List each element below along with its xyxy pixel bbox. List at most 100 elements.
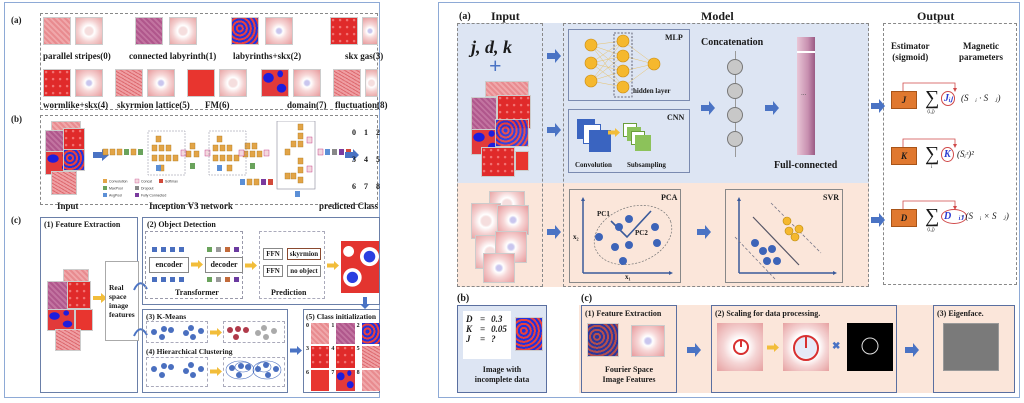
arrow-right-icon xyxy=(871,213,885,227)
sum-icon: ∑ xyxy=(925,205,940,227)
arrow-right-icon xyxy=(210,367,222,376)
fourier-image xyxy=(293,69,321,97)
left-figure: (a) parallel stripes(0) connected labyri… xyxy=(4,2,388,398)
predicted-class-grid: 0 1 2 3 4 5 6 7 8 xyxy=(352,128,380,191)
x1-axis-label: x₁ xyxy=(625,273,631,281)
subsample-layer xyxy=(635,135,651,151)
step1-title: (1) Feature Extraction xyxy=(585,309,662,318)
real-space-image xyxy=(261,69,289,97)
class-cell: 0 xyxy=(306,323,330,345)
mlp-node xyxy=(647,57,661,71)
input-stack xyxy=(51,171,77,195)
fc-ellipsis: ... xyxy=(801,89,807,97)
ffn-box: FFN xyxy=(263,248,283,260)
no-object-box: no object xyxy=(287,265,321,277)
fourier-stack xyxy=(497,205,529,235)
hierarchical-output xyxy=(223,357,285,387)
param-coef: D⃗ᵢⱼ xyxy=(941,209,967,224)
class-cell: 3 xyxy=(306,346,330,368)
hierarchical-input xyxy=(146,357,208,387)
skyrmion-box: skyrmion xyxy=(287,248,321,260)
decoder-box: decoder xyxy=(205,257,243,273)
magnetic-header: Magnetic parameters xyxy=(959,41,1003,62)
mlp-node xyxy=(616,64,630,78)
input-stack xyxy=(63,128,85,154)
real-space-image xyxy=(587,323,619,357)
incomplete-caption: Image with incomplete data xyxy=(474,365,530,384)
arrow-right-icon xyxy=(210,328,222,337)
class-label: fluctuation(8) xyxy=(335,100,388,110)
param-row: J=? xyxy=(466,334,496,344)
legend-entry: Concat xyxy=(141,180,152,184)
class-label: skyrmion lattice(5) xyxy=(117,100,190,110)
object-detection-title: (2) Object Detection xyxy=(147,220,216,229)
mask-ring xyxy=(861,337,879,355)
kmeans-output xyxy=(223,321,285,343)
input-column xyxy=(457,23,543,287)
feedback-arrow xyxy=(902,138,957,148)
panel-a-label: (a) xyxy=(11,15,22,25)
panel-c-label: (c) xyxy=(581,293,593,304)
mlp-node xyxy=(584,74,598,88)
concat-line xyxy=(735,51,736,157)
arrow-right-icon xyxy=(905,343,919,357)
real-space-image xyxy=(43,69,71,97)
features-text: Real space image features xyxy=(109,283,135,319)
fourier-stack xyxy=(483,253,515,283)
fourier-image xyxy=(75,17,103,45)
input-stack xyxy=(481,147,515,177)
ring-small xyxy=(733,339,749,355)
mlp-network xyxy=(584,32,661,98)
panel-c-label: (c) xyxy=(11,215,21,225)
arrow-right-icon xyxy=(765,101,779,115)
real-space-image xyxy=(333,69,361,97)
full-connected-layer xyxy=(797,37,815,155)
svr-plot xyxy=(734,197,837,280)
sum-subscript: ⟨i,j⟩ xyxy=(927,110,935,115)
model-title: Model xyxy=(701,9,734,23)
mlp-node xyxy=(584,56,598,70)
class-label: parallel stripes(0) xyxy=(43,51,111,61)
concat-node xyxy=(727,107,743,123)
params-text: j, d, k xyxy=(471,37,513,57)
legend-entry: Convolution xyxy=(109,180,128,184)
input-stack xyxy=(495,119,529,147)
features-box xyxy=(105,261,139,341)
mlp-node xyxy=(616,49,630,63)
right-figure: (a) Input Model Output j, d, k + MLP hid… xyxy=(438,2,1020,398)
fourier-image xyxy=(75,69,103,97)
network-label: Inception V3 network xyxy=(149,201,233,211)
concatenation-label: Concatenation xyxy=(701,37,764,48)
param-coef: Jᵢⱼ xyxy=(941,91,956,106)
prediction-label: Prediction xyxy=(271,288,307,297)
input-stack xyxy=(47,309,75,331)
param-table: D=0.3 K=0.05 J=? xyxy=(463,311,511,359)
real-space-image xyxy=(115,69,143,97)
svr-box xyxy=(725,189,843,283)
arrow-right-icon xyxy=(191,260,203,269)
arrow-right-icon xyxy=(871,99,885,113)
class-gallery xyxy=(40,13,378,110)
sum-subscript: ⟨i,j⟩ xyxy=(927,228,935,233)
legend-entry: Fully Connected xyxy=(141,194,166,198)
class-label: domain(7) xyxy=(287,100,327,110)
arrow-right-icon xyxy=(697,225,711,239)
curved-arrow-icon xyxy=(133,328,148,337)
arrow-right-icon xyxy=(547,123,561,137)
feedback-arrow xyxy=(902,200,957,210)
x2-axis-label: x₂ xyxy=(573,233,579,241)
param-term: (S⃗ᵢ · S⃗ⱼ) xyxy=(961,93,1001,103)
fourier-image xyxy=(147,69,175,97)
fourier-image xyxy=(265,17,293,45)
input-stack xyxy=(55,329,81,351)
class-init-title: (5) Class initialization xyxy=(306,312,377,321)
cnn-box xyxy=(568,109,690,173)
input-stack xyxy=(471,97,497,131)
panel-b-label: (b) xyxy=(11,114,22,124)
class-label: labyrinths+skx(2) xyxy=(233,51,302,61)
input-label: Input xyxy=(57,201,79,211)
param-row: D=0.3 xyxy=(466,314,503,324)
mlp-node xyxy=(616,80,630,94)
fourier-image xyxy=(365,69,378,97)
real-space-image xyxy=(187,69,215,97)
